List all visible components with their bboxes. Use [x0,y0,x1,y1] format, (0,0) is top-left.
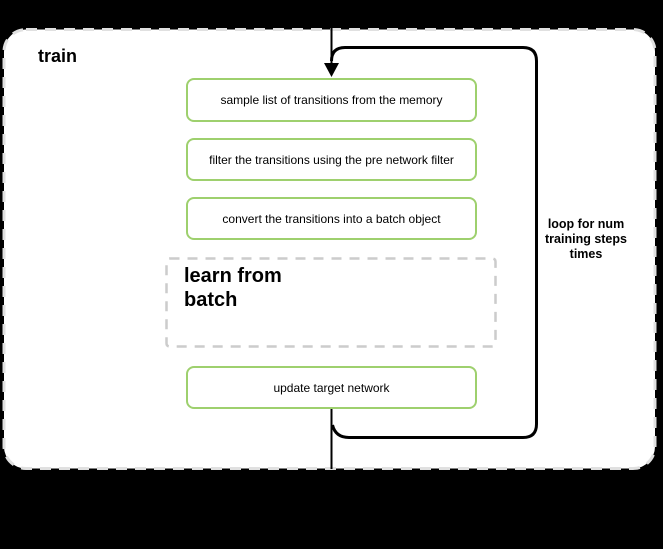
loop-annotation-line3: times [569,247,603,261]
frame-title: train [38,46,78,66]
node-update-target-network: update target network [186,366,477,409]
loop-annotation: loop for num training steps times [536,217,636,262]
flow-arrowhead [324,63,339,77]
node-sample-transitions-label: sample list of transitions from the memo… [220,93,443,107]
node-sample-transitions: sample list of transitions from the memo… [186,78,477,122]
train-frame [2,28,657,470]
loop-annotation-line2: training steps [545,232,627,246]
group-label-line1: learn from [184,265,282,287]
node-convert-batch-label: convert the transitions into a batch obj… [222,211,441,226]
loop-border [330,46,538,439]
group-learn-from-batch-box [165,257,497,348]
node-convert-batch: convert the transitions into a batch obj… [186,197,477,240]
loop-annotation-line1: loop for num [547,217,625,231]
group-label-line2: batch [184,289,238,311]
node-update-target-network-label: update target network [273,380,390,395]
group-learn-from-batch-label: learn from batch [184,264,282,312]
node-filter-transitions-label: filter the transitions using the pre net… [209,152,454,167]
node-filter-transitions: filter the transitions using the pre net… [186,138,477,181]
